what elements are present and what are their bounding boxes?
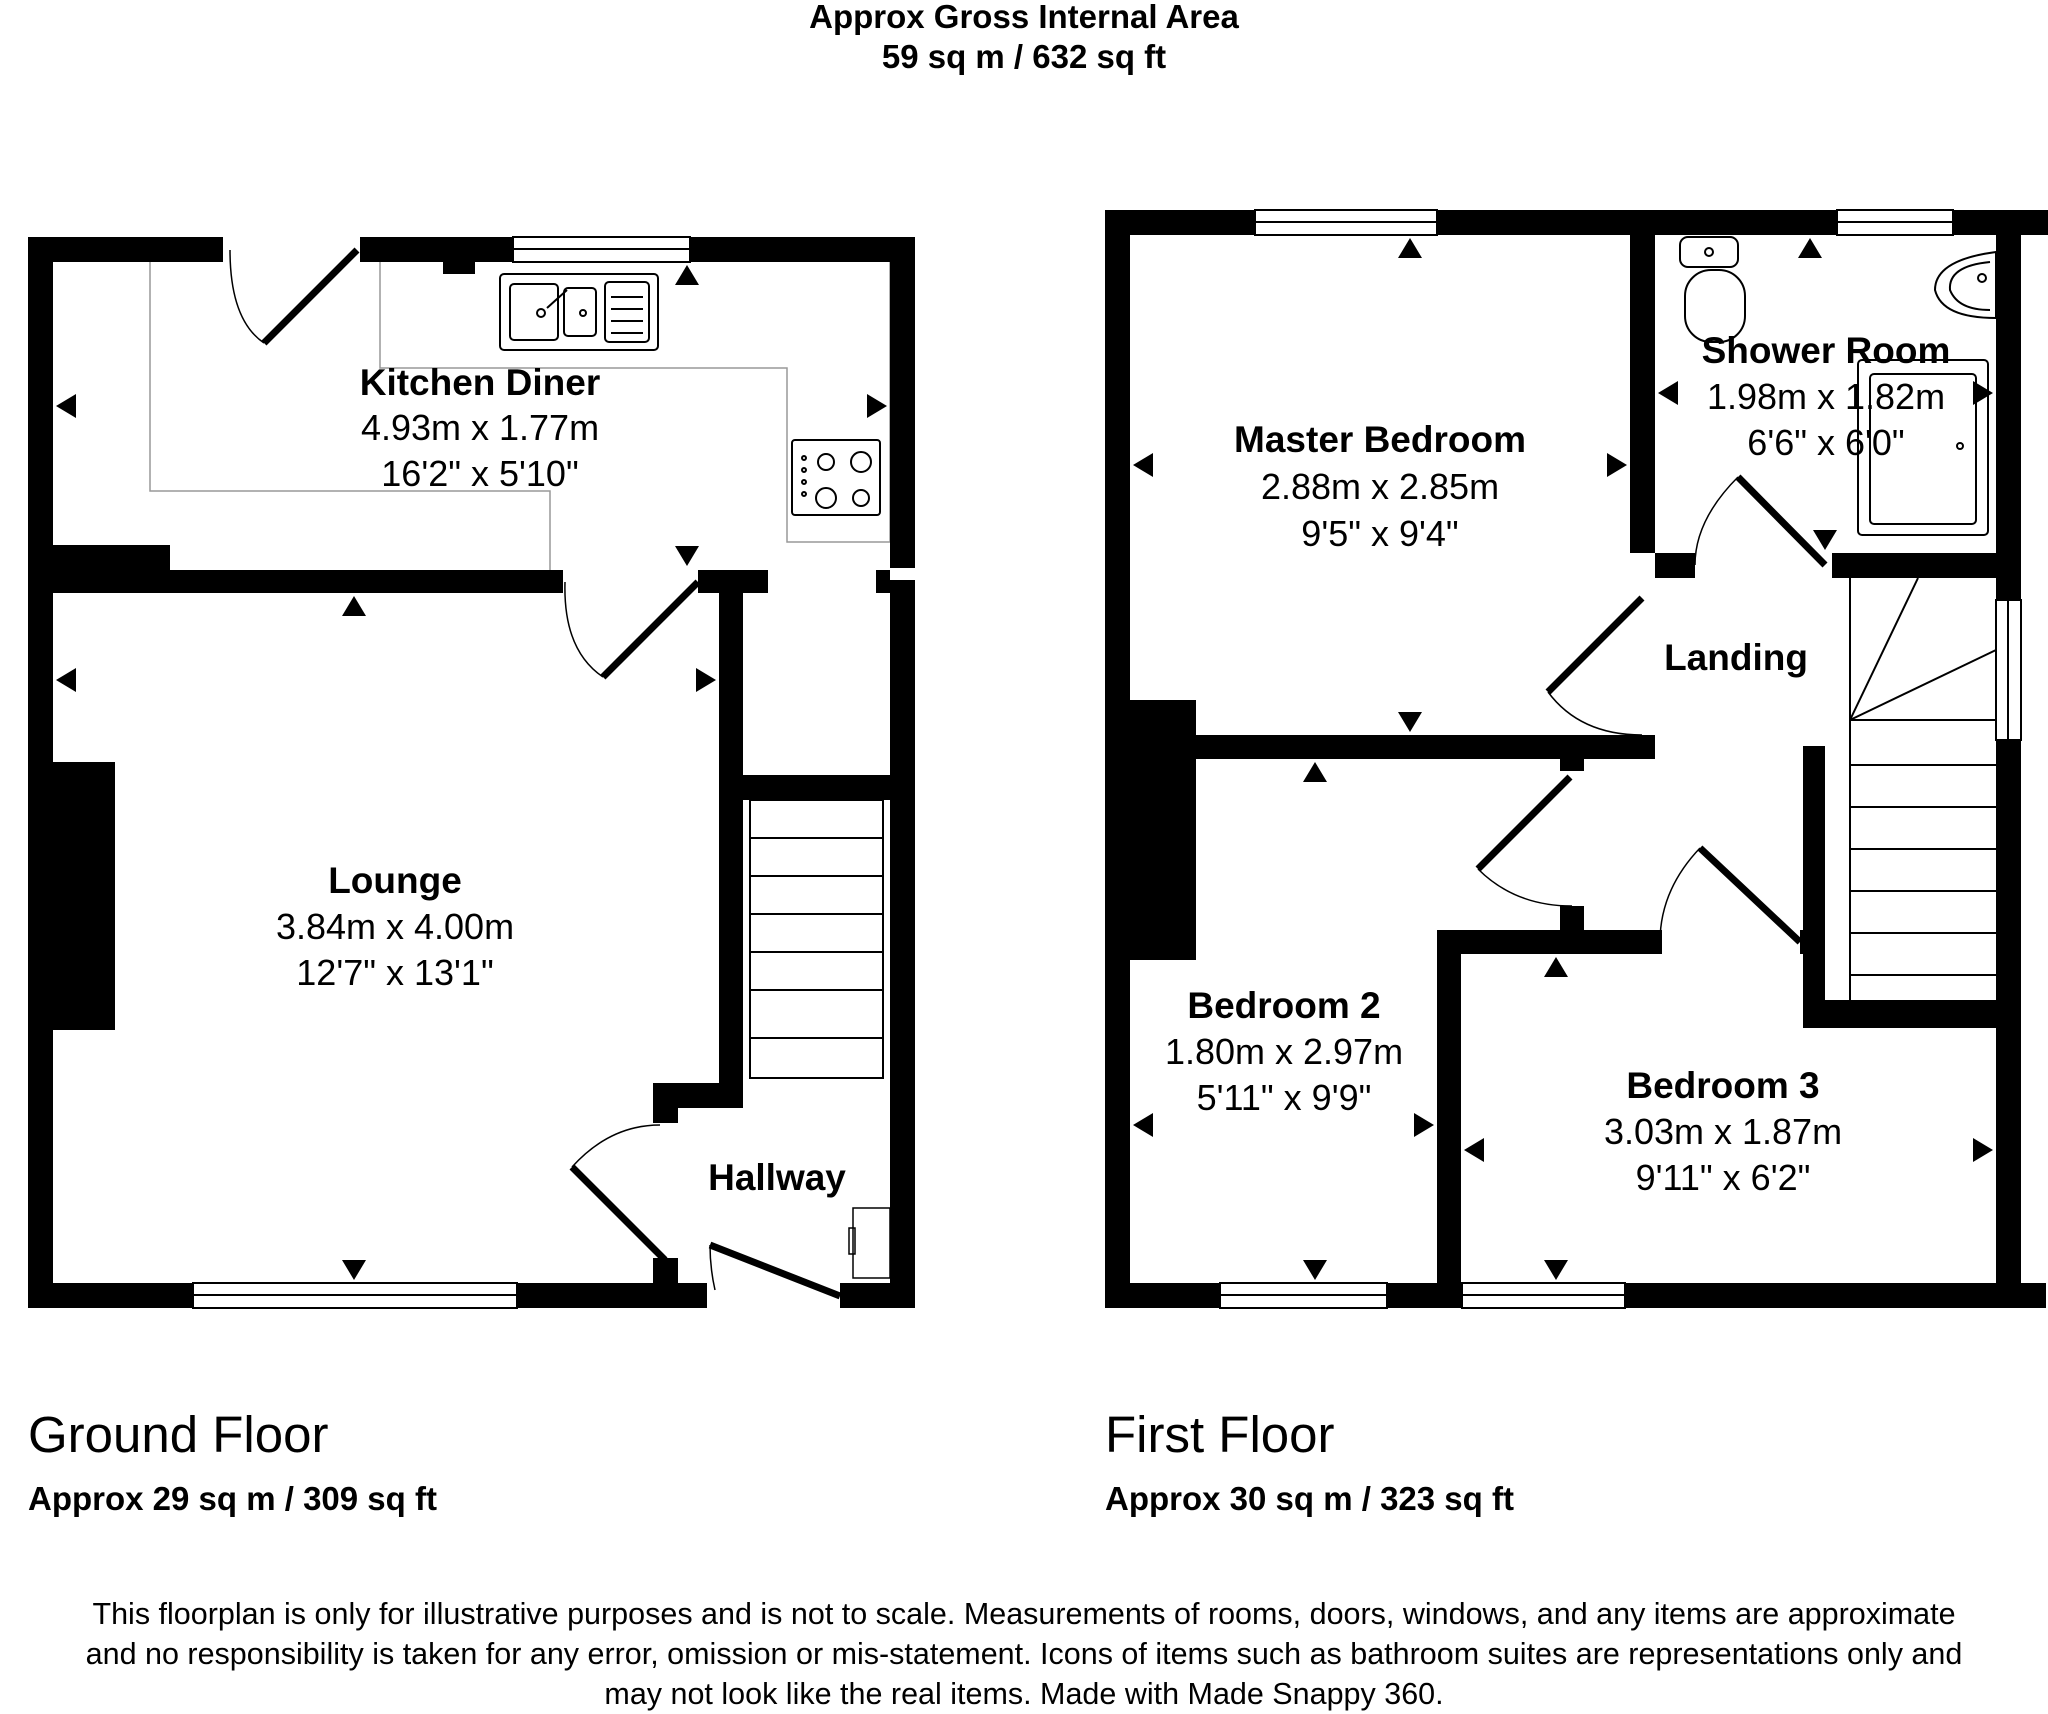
room-dim-imperial: 12'7" x 13'1"	[296, 952, 493, 993]
room-dim-metric: 1.98m x 1.82m	[1707, 376, 1945, 417]
first-floor-walls	[1105, 209, 2048, 1309]
room-name: Shower Room	[1702, 330, 1951, 371]
room-dim-imperial: 9'5" x 9'4"	[1301, 513, 1458, 554]
hall-radiator	[852, 1207, 891, 1279]
ground-floor-doors	[261, 247, 842, 1300]
ground-floor-walls	[28, 236, 915, 1309]
ground-floor-dimension-arrows	[56, 265, 887, 1280]
disclaimer: This floorplan is only for illustrative …	[0, 1594, 2048, 1714]
first-floor-plan	[1105, 209, 2048, 1309]
hob-icon	[791, 439, 881, 516]
room-name: Lounge	[328, 860, 462, 901]
room-dim-metric: 4.93m x 1.77m	[361, 407, 599, 448]
room-name: Hallway	[708, 1157, 846, 1198]
room-dim-metric: 1.80m x 2.97m	[1165, 1031, 1403, 1072]
room-dim-metric: 2.88m x 2.85m	[1261, 466, 1499, 507]
floor-title: Ground Floor	[28, 1406, 329, 1463]
first-floor-dimension-arrows	[1133, 238, 1993, 1280]
room-name: Bedroom 2	[1187, 985, 1380, 1026]
room-dim-imperial: 6'6" x 6'0"	[1747, 422, 1904, 463]
room-name: Landing	[1664, 637, 1808, 678]
room-dim-imperial: 16'2" x 5'10"	[381, 453, 578, 494]
sink-icon	[499, 273, 659, 351]
floor-area: Approx 29 sq m / 309 sq ft	[28, 1480, 437, 1517]
shower-tray-icon	[1857, 359, 1989, 536]
toilet-icon	[1679, 236, 1746, 343]
page-title: Approx Gross Internal Area	[809, 0, 1239, 35]
room-dim-metric: 3.03m x 1.87m	[1604, 1111, 1842, 1152]
total-area: 59 sq m / 632 sq ft	[881, 38, 1167, 75]
ground-floor-plan	[28, 236, 915, 1309]
first-floor-stairs	[1849, 577, 1997, 1000]
room-dim-metric: 3.84m x 4.00m	[276, 906, 514, 947]
room-name: Master Bedroom	[1234, 419, 1526, 460]
floor-title: First Floor	[1105, 1406, 1335, 1463]
room-name: Kitchen Diner	[360, 362, 601, 403]
basin-icon	[1933, 250, 1997, 320]
first-floor-doors	[1475, 474, 1828, 945]
room-labels: Kitchen Diner 4.93m x 1.77m 16'2" x 5'10…	[276, 330, 1950, 1198]
floor-area: Approx 30 sq m / 323 sq ft	[1105, 1480, 1514, 1517]
disclaimer-line: may not look like the real items. Made w…	[604, 1677, 1444, 1711]
room-dim-imperial: 9'11" x 6'2"	[1636, 1157, 1811, 1198]
disclaimer-line: and no responsibility is taken for any e…	[85, 1637, 1963, 1671]
ground-floor-stairs	[749, 799, 884, 1079]
disclaimer-line: This floorplan is only for illustrative …	[92, 1597, 1956, 1631]
room-dim-imperial: 5'11" x 9'9"	[1197, 1077, 1372, 1118]
room-name: Bedroom 3	[1626, 1065, 1819, 1106]
